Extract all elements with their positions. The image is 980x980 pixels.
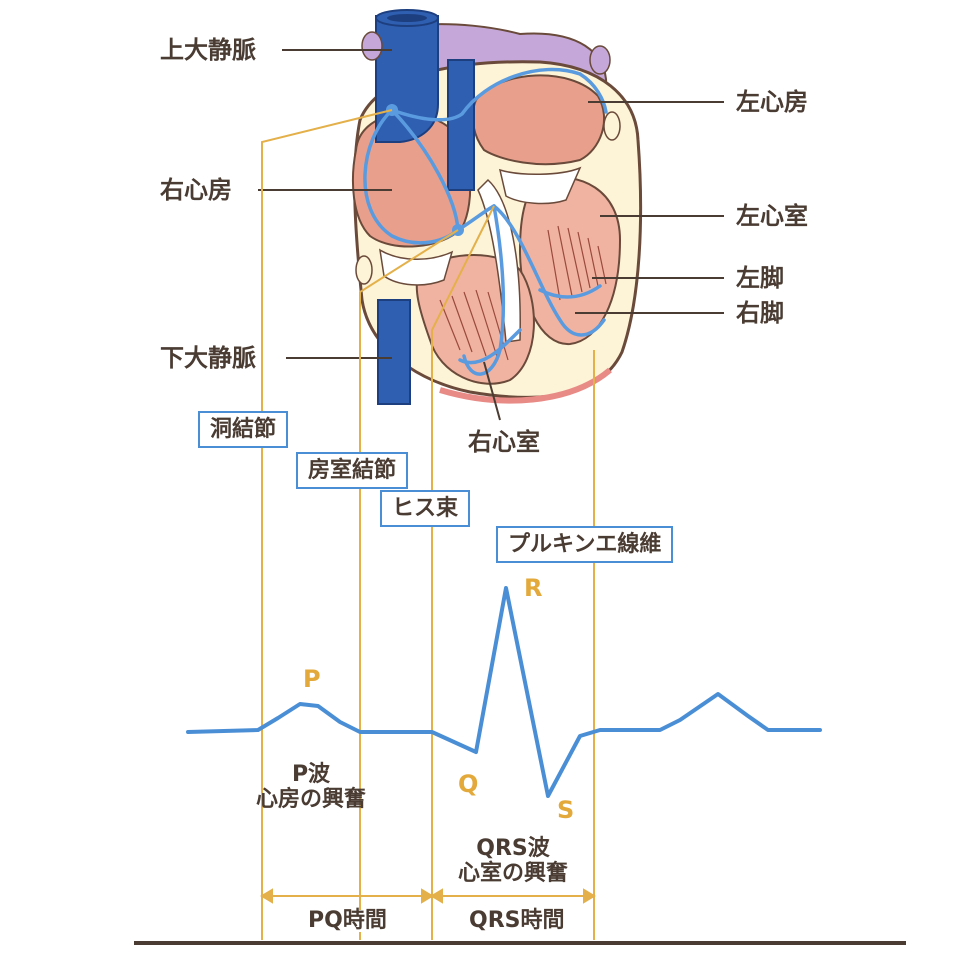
superior-vena-cava [375, 15, 439, 143]
wave-label-r: R [524, 574, 543, 602]
pq-interval-label: PQ時間 [302, 910, 393, 932]
qrs-interval-label: QRS時間 [463, 910, 571, 932]
anatomy-leader-lines [258, 49, 724, 421]
timing-guide-lines [261, 109, 595, 940]
wave-label-q: Q [458, 770, 479, 798]
tricuspid-valve [379, 248, 454, 286]
interval-arrows [260, 888, 596, 904]
left-edge-valve [355, 255, 373, 285]
inferior-vena-cava [377, 299, 411, 405]
qrs-wave-caption: QRS波 心室の興奮 [438, 836, 588, 887]
heart-illustration [351, 9, 643, 405]
ecg-trace [186, 586, 822, 798]
label-his-bundle: ヒス束 [380, 490, 471, 528]
mitral-valve [498, 166, 582, 205]
label-superior-vena-cava: 上大静脈 [160, 36, 256, 64]
septum [477, 178, 521, 343]
label-sa-node: 洞結節 [198, 411, 289, 449]
label-right-atrium: 右心房 [160, 176, 232, 204]
right-edge-valve [603, 111, 621, 141]
label-purkinje: プルキンエ線維 [496, 526, 674, 564]
p-wave-caption: P波 心房の興奮 [241, 762, 381, 813]
label-left-atrium: 左心房 [736, 88, 808, 116]
qrs-wave-caption-line1: QRS波 [476, 836, 550, 861]
trabeculae [439, 225, 607, 361]
svc-opening-inner [387, 14, 427, 22]
label-av-node: 房室結節 [296, 452, 409, 490]
p-wave-caption-line2: 心房の興奮 [255, 787, 366, 813]
aorta [447, 59, 475, 191]
left-ventricle-chamber [518, 176, 622, 346]
pulmonary-vein-left [361, 31, 383, 61]
p-wave-caption-line1: P波 [291, 762, 331, 787]
wave-label-p: P [303, 665, 321, 693]
qrs-wave-caption-line2: 心室の興奮 [457, 861, 568, 887]
label-right-ventricle: 右心室 [468, 428, 540, 456]
wave-label-s: S [557, 796, 575, 824]
pulmonary-vein-right [589, 45, 611, 75]
label-right-bundle: 右脚 [736, 299, 784, 327]
label-left-ventricle: 左心室 [736, 202, 808, 230]
label-inferior-vena-cava: 下大静脈 [160, 344, 256, 372]
left-atrium-chamber [471, 74, 606, 166]
label-left-bundle: 左脚 [736, 264, 784, 292]
